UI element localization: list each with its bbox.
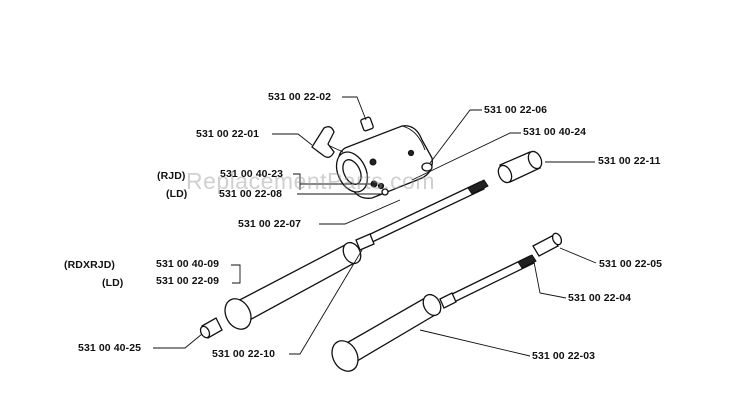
- watermark: ReplacementParts.com: [186, 168, 436, 194]
- part-number-531-00-22-02: 531 00 22-02: [268, 91, 332, 103]
- model-tag-ld-upper: (LD): [166, 188, 188, 200]
- part-number-531-00-22-09: 531 00 22-09: [156, 275, 220, 287]
- lower-shaft: [439, 254, 537, 309]
- coupler-right: [497, 150, 543, 184]
- part-number-531-00-22-04: 531 00 22-04: [568, 292, 632, 304]
- washers-left: [370, 180, 389, 196]
- part-number-531-00-40-24: 531 00 40-24: [523, 126, 587, 138]
- part-number-531-00-22-06: 531 00 22-06: [484, 104, 548, 116]
- part-number-531-00-22-08: 531 00 22-08: [219, 188, 283, 200]
- part-number-531-00-22-10: 531 00 22-10: [212, 348, 276, 360]
- end-fitting: [532, 232, 563, 257]
- part-number-531-00-22-03: 531 00 22-03: [532, 350, 596, 362]
- part-number-531-00-22-05: 531 00 22-05: [599, 258, 663, 270]
- part-number-531-00-40-23: 531 00 40-23: [220, 168, 284, 180]
- wing-knob: [311, 126, 344, 158]
- upper-shaft: [355, 179, 489, 251]
- part-number-531-00-22-11: 531 00 22-11: [598, 155, 661, 167]
- set-screw-top: [360, 116, 374, 132]
- part-number-531-00-22-01: 531 00 22-01: [196, 128, 260, 140]
- tube-left: [224, 241, 362, 330]
- sleeve-small: [199, 317, 223, 339]
- model-tag-ld-lower: (LD): [102, 277, 124, 289]
- nut-right: [421, 162, 433, 172]
- tube-right: [331, 293, 442, 372]
- clamp-housing: [335, 125, 433, 199]
- part-number-531-00-22-07: 531 00 22-07: [238, 218, 302, 230]
- part-number-531-00-40-25: 531 00 40-25: [78, 342, 142, 354]
- model-tag-rjd: (RJD): [157, 170, 186, 182]
- leader-lines: [153, 96, 597, 357]
- model-tag-rdxrjd: (RDXRJD): [64, 259, 115, 271]
- part-number-531-00-40-09: 531 00 40-09: [156, 258, 220, 270]
